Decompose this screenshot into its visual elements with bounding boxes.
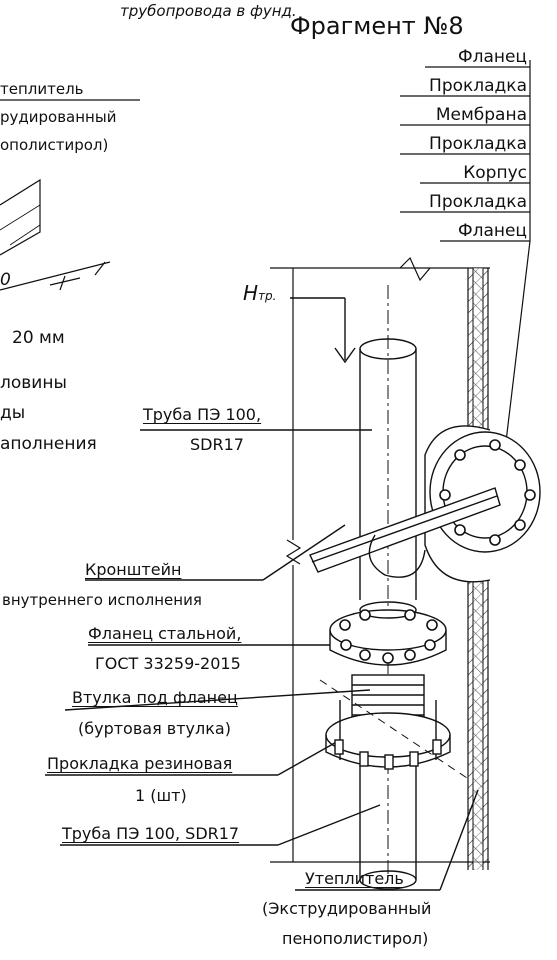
flange-label-l2: ГОСТ 33259-2015 — [95, 654, 241, 673]
layer-gasket-3: Прокладка — [429, 192, 527, 212]
half-l1: ловины — [0, 373, 67, 393]
insulation-bottom-l1: Утеплитель — [305, 869, 404, 888]
half-l3: аполнения — [0, 434, 97, 454]
flange-label-l1: Фланец стальной, — [88, 624, 242, 643]
height-label: Hтр. — [243, 281, 277, 305]
insulation-top-l3: ополистирол) — [0, 136, 109, 154]
size-label: 20 мм — [12, 328, 65, 348]
layer-body: Корпус — [463, 163, 527, 183]
insulation-bottom-l3: пенополистирол) — [282, 929, 429, 948]
layer-gasket-2: Прокладка — [429, 134, 527, 154]
note-top: трубопровода в фунд. — [120, 2, 297, 20]
lower-flange — [325, 712, 451, 758]
dimension-value: 0 — [0, 270, 11, 290]
pipe-top-label-l2: SDR17 — [190, 435, 244, 454]
bush-label-l2: (буртовая втулка) — [78, 719, 231, 738]
bracket-label-l2: внутреннего исполнения — [2, 591, 202, 609]
fragment-title: Фрагмент №8 — [290, 12, 464, 40]
dimension-line — [0, 261, 111, 291]
layer-flange-top: Фланец — [457, 47, 527, 67]
insulation-block-fragment — [0, 178, 41, 256]
wall-flange-bolts — [439, 439, 536, 546]
layer-flange-bottom: Фланец — [457, 221, 527, 241]
layer-membrane: Мембрана — [435, 105, 527, 125]
gasket-label-l1: Прокладка резиновая — [47, 754, 233, 773]
bracket-label-l1: Кронштейн — [85, 560, 182, 579]
layer-gasket-1: Прокладка — [429, 76, 527, 96]
pipe-bottom-label: Труба ПЭ 100, SDR17 — [62, 824, 240, 843]
insulation-top-l1: теплитель — [0, 80, 84, 98]
bracket-rail — [309, 487, 501, 573]
half-l2: ды — [0, 403, 26, 423]
lower-flange-studs — [334, 739, 442, 770]
insulation-top-l2: рудированный — [0, 108, 117, 126]
steel-flange-bolts — [339, 609, 438, 664]
bush-label-l1: Втулка под фланец — [72, 688, 238, 707]
pipe-top-label-l1: Труба ПЭ 100, — [143, 405, 262, 424]
insulation-bottom-l2: (Экструдированный — [262, 899, 432, 918]
gasket-label-l2: 1 (шт) — [135, 786, 187, 805]
layer-stack-leader — [504, 240, 531, 451]
